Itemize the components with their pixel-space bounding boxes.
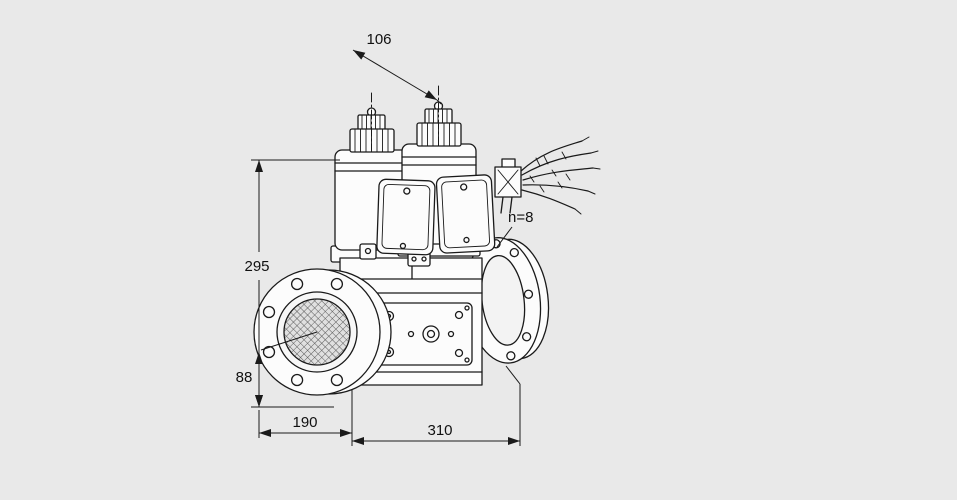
dim-label-190: 190 (292, 414, 317, 431)
rating-plate-v1 (376, 178, 436, 256)
dim-label-295: 295 (244, 258, 269, 275)
bolt-hole (521, 332, 532, 342)
bolt-hole (509, 247, 519, 258)
dimension-overall-height: 295 (244, 159, 340, 408)
wire-harness (520, 136, 601, 215)
mounting-bracket (339, 243, 483, 281)
bolt-hole (330, 373, 344, 387)
bolt-hole (506, 351, 516, 361)
right-flange (464, 237, 550, 364)
cable-connector (494, 158, 522, 214)
left-flange (253, 268, 392, 396)
bolt-hole (330, 277, 344, 291)
dimensions: 106 295 88 190 310 (236, 31, 533, 446)
bolt-hole (262, 305, 276, 319)
dim-label-88: 88 (236, 369, 253, 386)
dimension-axis-distance: 106 (352, 31, 442, 105)
bolt-hole (290, 277, 304, 291)
bolt-hole (290, 373, 304, 387)
dimension-center-to-bottom: 88 (236, 331, 318, 407)
bolt-hole (262, 345, 276, 359)
centerlines (371, 85, 439, 151)
dim-label-n8: n=8 (508, 209, 533, 226)
control-plate (375, 302, 473, 366)
annotation-bolt-count: n=8 (496, 209, 533, 248)
dimension-width-left: 190 (258, 390, 353, 446)
dim-label-106: 106 (366, 31, 391, 48)
rating-plate-v2 (435, 174, 496, 254)
bolt-hole (523, 289, 534, 299)
dimension-length: 310 (352, 365, 521, 446)
dim-label-310: 310 (427, 422, 452, 439)
